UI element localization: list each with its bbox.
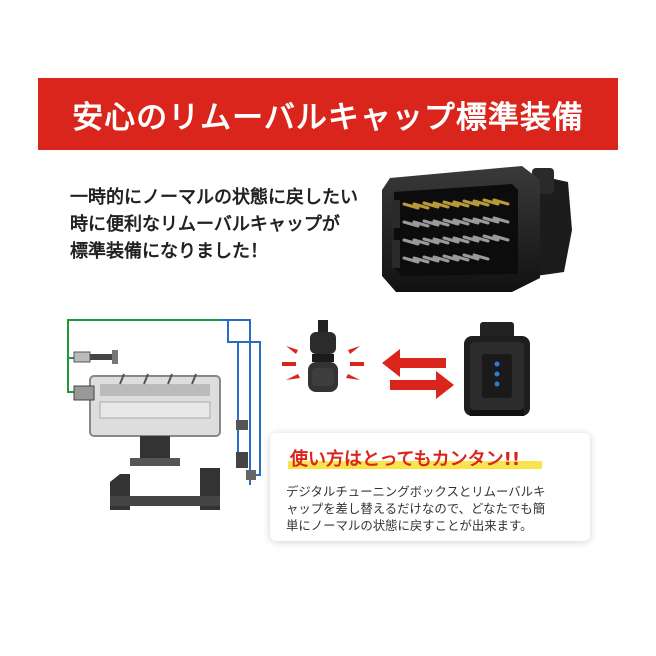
card-title: 使い方はとってもカンタン!! — [290, 449, 521, 470]
card-body-line-1: デジタルチューニングボックスとリムーバルキ — [286, 484, 546, 499]
intro-line-1: 一時的にノーマルの状態に戻したい — [70, 187, 358, 208]
swap-arrows-icon — [382, 349, 454, 399]
card-body: デジタルチューニングボックスとリムーバルキ ャップを差し替えるだけなので、どなた… — [286, 483, 586, 534]
usage-info-card: 使い方はとってもカンタン!! デジタルチューニングボックスとリムーバルキ ャップ… — [270, 433, 590, 541]
title-highlight — [288, 461, 542, 469]
intro-text: 一時的にノーマルの状態に戻したい 時に便利なリムーバルキャップが 標準装備になり… — [70, 184, 370, 265]
tuning-box-image — [464, 322, 530, 416]
intro-line-2: 時に便利なリムーバルキャップが — [70, 214, 340, 235]
wiring-diagram — [67, 319, 261, 510]
card-body-line-3: 単にノーマルの状態に戻すことが出来ます。 — [286, 518, 533, 533]
title-banner: 安心のリムーバルキャップ標準装備 — [38, 78, 618, 150]
card-body-line-2: ャップを差し替えるだけなので、どなたでも簡 — [286, 501, 546, 516]
ecu-connector-image — [382, 166, 572, 292]
intro-line-3: 標準装備になりました！ — [70, 241, 268, 262]
banner-title: 安心のリムーバルキャップ標準装備 — [72, 99, 584, 136]
removable-cap-image — [282, 320, 364, 392]
